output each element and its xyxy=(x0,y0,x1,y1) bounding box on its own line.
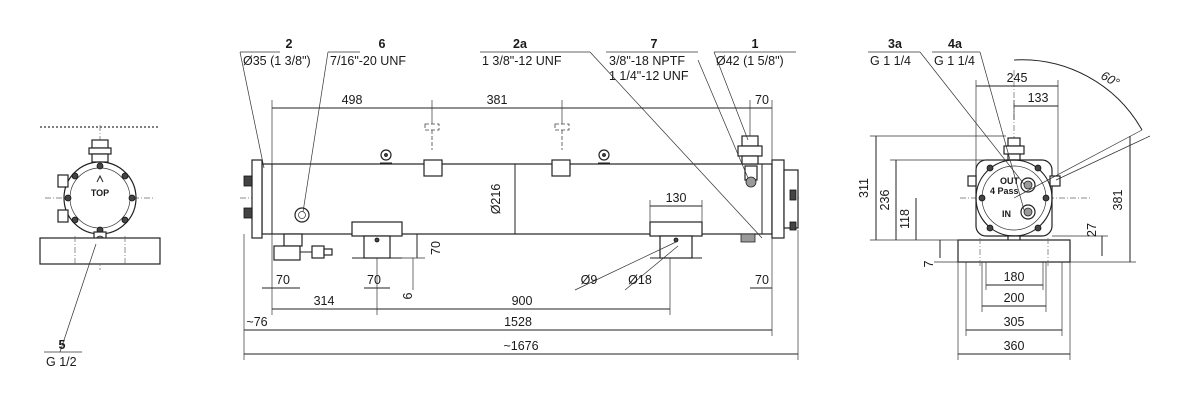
callout-2-spec: Ø35 (1 3/8") xyxy=(243,54,311,68)
callout-2-number: 2 xyxy=(286,37,293,51)
dim-d18: Ø18 xyxy=(628,273,652,287)
dim-6: 6 xyxy=(401,292,415,299)
dim-70-vertical: 70 xyxy=(429,241,443,255)
bolt-circle xyxy=(64,162,136,234)
dim-130: 130 xyxy=(666,191,687,205)
callout-1-spec: Ø42 (1 5/8") xyxy=(716,54,784,68)
dim-311: 311 xyxy=(857,178,871,198)
dim-1676: ~1676 xyxy=(503,339,538,353)
callout-3a-spec: G 1 1/4 xyxy=(870,54,911,68)
callout-5-number: 5 xyxy=(59,338,66,352)
callout-2a-spec: 1 3/8"-12 UNF xyxy=(482,54,562,68)
dim-76: ~76 xyxy=(246,315,267,329)
dim-245: 245 xyxy=(1007,71,1028,85)
end-out-label: OUT xyxy=(1000,176,1020,186)
callout-1-number: 1 xyxy=(752,37,759,51)
dim-236: 236 xyxy=(878,190,892,211)
dim-381-top: 381 xyxy=(487,93,508,107)
callout-6-number: 6 xyxy=(379,37,386,51)
dim-498: 498 xyxy=(342,93,363,107)
front-view xyxy=(240,123,800,261)
end-pass-label: 4 Pass xyxy=(990,186,1019,196)
dim-118: 118 xyxy=(898,209,912,229)
dim-70-c: 70 xyxy=(755,273,769,287)
dim-381-end: 381 xyxy=(1111,190,1125,211)
callout-4a-spec: G 1 1/4 xyxy=(934,54,975,68)
callout-7-spec-2: 1 1/4"-12 UNF xyxy=(609,69,689,83)
dim-216: Ø216 xyxy=(489,184,503,215)
end-angle-label: 60° xyxy=(1099,68,1122,90)
callout-7-number: 7 xyxy=(651,37,658,51)
side-top-label: TOP xyxy=(91,188,109,198)
end-in-label: IN xyxy=(1002,209,1011,219)
dim-360: 360 xyxy=(1004,339,1025,353)
side-view: TOP 5 G 1/2 xyxy=(39,125,161,369)
dim-314: 314 xyxy=(314,294,335,308)
dim-1528: 1528 xyxy=(504,315,532,329)
front-dimensions: 498 381 70 Ø216 130 70 6 70 70 70 Ø9 Ø18 xyxy=(243,93,799,360)
dim-305: 305 xyxy=(1004,315,1025,329)
dim-900: 900 xyxy=(512,294,533,308)
dim-27: 27 xyxy=(1085,223,1099,237)
dim-7: 7 xyxy=(922,260,936,267)
dim-133: 133 xyxy=(1028,91,1049,105)
dim-70-b: 70 xyxy=(367,273,381,287)
callout-3a-number: 3a xyxy=(888,37,903,51)
front-callouts: 2 Ø35 (1 3/8") 6 7/16"-20 UNF 2a 1 3/8"-… xyxy=(239,37,796,239)
end-callouts: 3a G 1 1/4 4a G 1 1/4 xyxy=(868,37,1025,211)
callout-5-spec: G 1/2 xyxy=(46,355,77,369)
callout-6-spec: 7/16"-20 UNF xyxy=(330,54,406,68)
end-dimensions: 60° 245 133 311 236 118 7 381 27 xyxy=(857,59,1151,360)
callout-2a-number: 2a xyxy=(513,37,528,51)
dim-d9: Ø9 xyxy=(581,273,598,287)
dim-180: 180 xyxy=(1004,270,1025,284)
dim-70-top: 70 xyxy=(755,93,769,107)
dim-200: 200 xyxy=(1004,291,1025,305)
dim-70-a: 70 xyxy=(276,273,290,287)
callout-7-spec-1: 3/8"-18 NPTF xyxy=(609,54,685,68)
callout-4a-number: 4a xyxy=(948,37,963,51)
